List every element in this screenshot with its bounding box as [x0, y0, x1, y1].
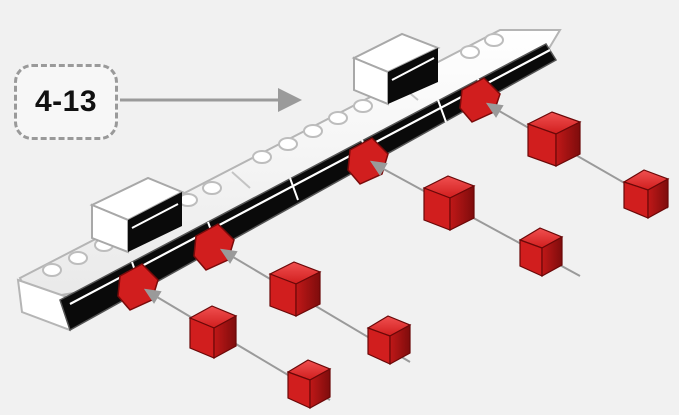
- red-cube-icon: [526, 111, 582, 167]
- white-block-right: [351, 32, 441, 106]
- arrow-right-icon: [120, 88, 302, 112]
- red-cube-icon: [366, 315, 412, 366]
- red-cube-icon: [422, 175, 476, 231]
- white-block-left: [89, 176, 185, 254]
- red-cube-icon: [622, 169, 670, 220]
- red-cubes: [188, 111, 670, 410]
- red-cube-icon: [188, 305, 238, 360]
- insertion-lines: [143, 102, 669, 401]
- red-cube-icon: [518, 227, 564, 278]
- step-number-text: 4-13: [34, 85, 98, 118]
- red-cube-icon: [268, 261, 322, 317]
- red-cube-icon: [286, 359, 332, 410]
- step-number-label: 4-13: [14, 64, 118, 140]
